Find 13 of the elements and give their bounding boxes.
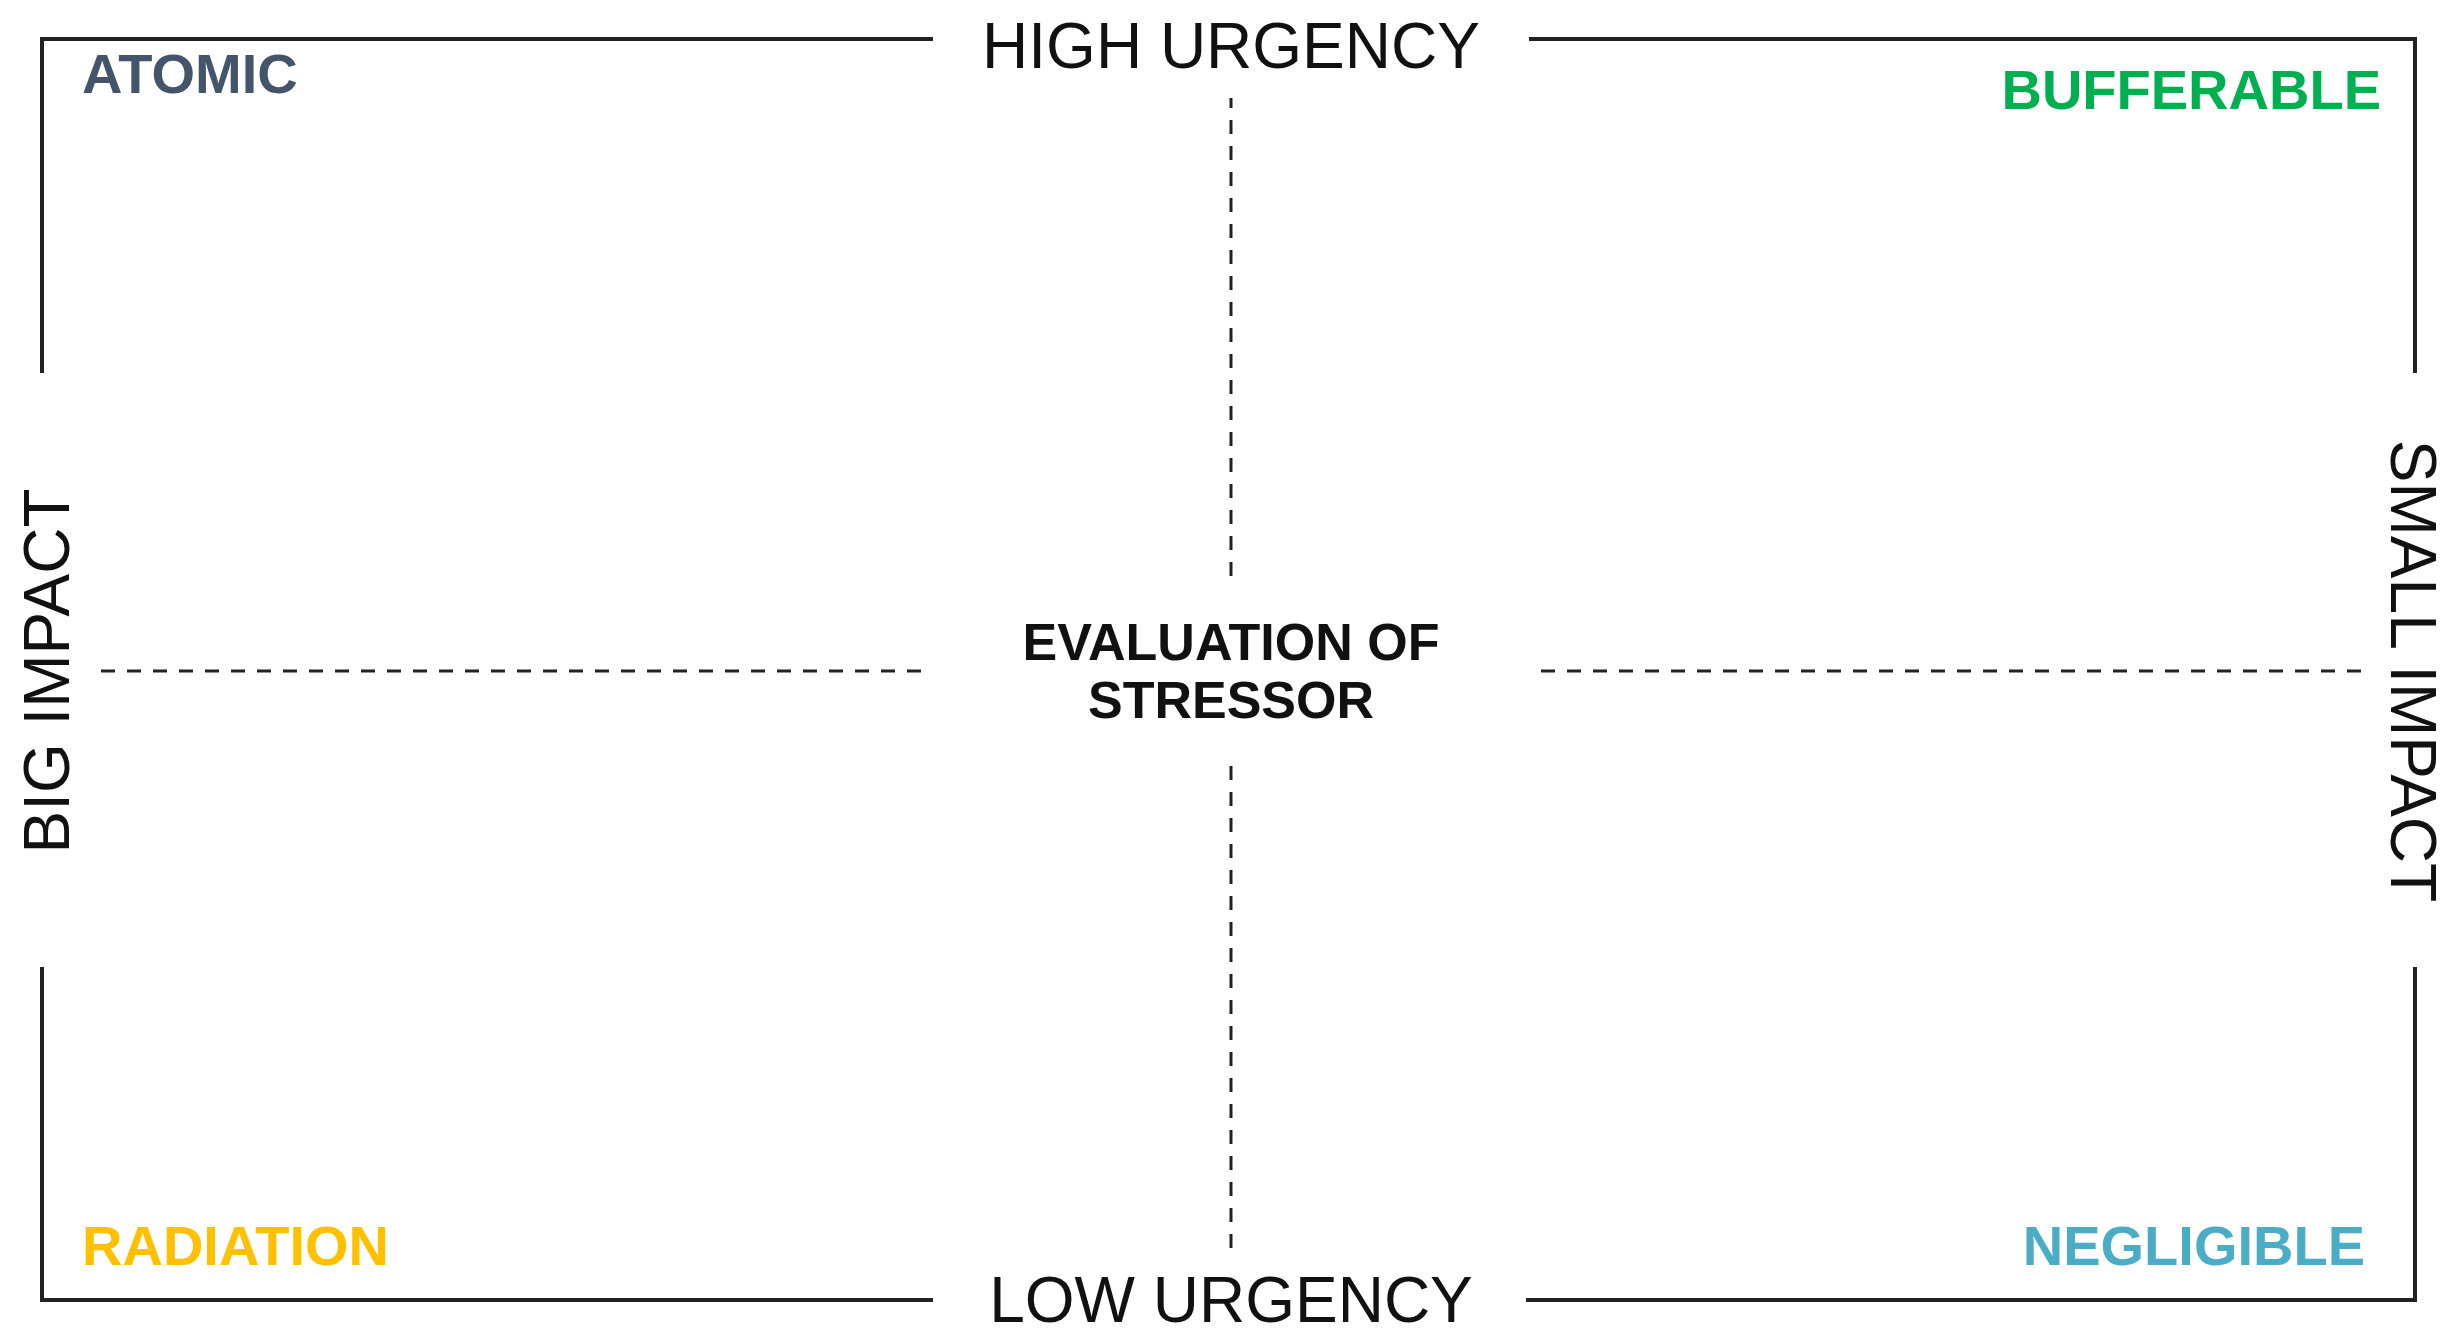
dashed-line [99,669,921,673]
dashed-line [1229,766,1233,1248]
quadrant-label: BUFFERABLE [2001,62,2381,118]
center-title: EVALUATION OF STRESSOR [1021,612,1441,730]
dashed-line [1541,669,2361,673]
dashed-line [1229,98,1233,576]
axis-label: LOW URGENCY [989,1268,1473,1332]
quadrant-label: ATOMIC [82,46,298,102]
axis-label: BIG IMPACT [15,488,79,854]
quadrant-label: NEGLIGIBLE [2022,1218,2365,1274]
quadrant-label: RADIATION [82,1218,389,1274]
axis-label: SMALL IMPACT [2381,439,2445,903]
axis-label: HIGH URGENCY [982,14,1480,78]
